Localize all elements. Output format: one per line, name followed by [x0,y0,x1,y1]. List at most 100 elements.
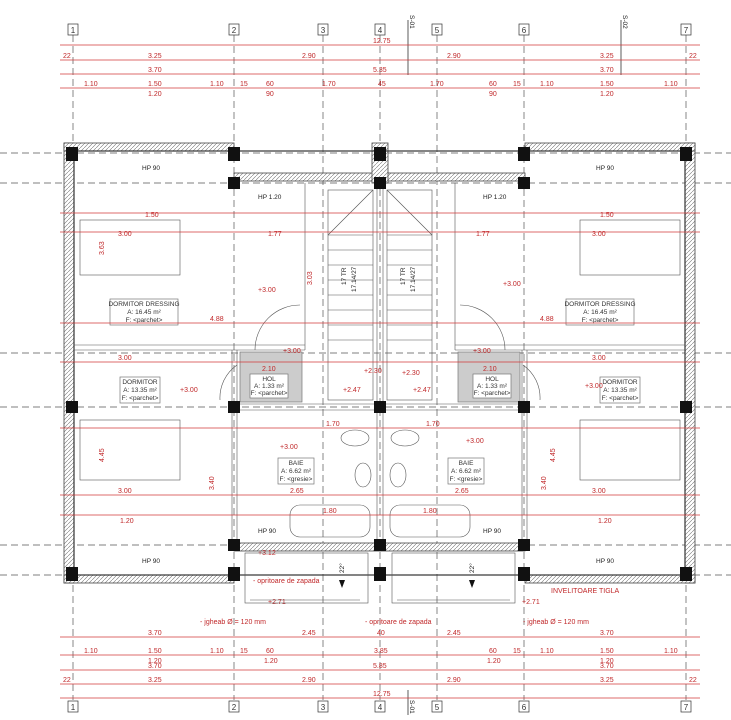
room-floor: F: <gresie> [280,476,313,483]
slope-arrow-icon [339,580,345,588]
room-name: HOL [485,376,499,383]
grid-tag: 6 [522,26,527,35]
grid-tag: 1 [71,703,76,712]
room-area: A: 13.35 m² [123,387,157,394]
level-mark: +3.00 [283,348,301,355]
dim-label: 1.10 [540,648,554,655]
dim-label: 4.88 [210,316,224,323]
grid-tag: 6 [522,703,527,712]
bed-icon [79,419,181,481]
dim-label: 3.70 [600,67,614,74]
dim-label: 3.25 [600,677,614,684]
dim-label: 3.25 [148,53,162,60]
section-label: S-01 [408,700,415,714]
section-label: S-01 [408,15,415,29]
dim-label: 3.00 [118,355,132,362]
level-mark: +2.71 [522,599,540,606]
annotation-roof: INVELITOARE TIGLA [551,588,620,595]
dim-label: 60 [266,648,274,655]
level-mark: +3.00 [585,383,603,390]
grid-tag: 7 [684,703,689,712]
sink-icon [340,429,370,447]
level-mark: +2.47 [413,387,431,394]
level-mark: +3.00 [466,438,484,445]
dim-label: 1.20 [600,658,614,665]
dim-label: 1.77 [268,231,282,238]
room-floor: F: <parchet> [251,390,288,397]
walls [63,142,696,584]
furniture [79,219,681,538]
room-floor: F: <parchet> [602,395,639,402]
grid-axes: S-01 S-02 S-01 [0,15,731,715]
stair-riser: 17.14/27 [351,266,358,292]
window-labels: HP 90 HP 90 HP 1.20 HP 1.20 HP 90 HP 90 … [142,165,614,565]
window-label: HP 1.20 [483,194,507,201]
room-floor: F: <parchet> [122,395,159,402]
annotation-snow-guard: - opritoare de zapada [253,578,320,585]
sink-icon [390,429,420,447]
dim-label: 3.25 [148,677,162,684]
dim-label: 2.45 [447,630,461,637]
dim-label: 1.80 [423,508,437,515]
room-name: HOL [262,376,276,383]
room-name: DORMITOR [602,379,638,386]
dim-label: 3.40 [209,476,216,490]
room-floor: F: <parchet> [582,317,619,324]
slope-label: 22° [338,563,346,573]
dim-label: 2.90 [302,677,316,684]
dim-label: 1.70 [326,421,340,428]
door-swing-icon [219,364,238,401]
dim-label: 5.85 [373,663,387,670]
dim-label: 1.20 [598,518,612,525]
room-label-hol-right: HOL A: 1.33 m² F: <parchet> [472,373,512,399]
dim-label: 5.35 [373,67,387,74]
window-label: HP 1.20 [258,194,282,201]
dim-label: 15 [240,648,248,655]
dim-label: 2.90 [447,677,461,684]
grid-tag: 4 [378,26,383,35]
annotation-snow-guard: - opritoare de zapada [365,619,432,626]
dim-label: 3.63 [99,241,106,255]
window-label: HP 90 [596,165,614,172]
room-name: BAIE [459,460,474,467]
level-mark: +3.00 [180,387,198,394]
dim-label: 2.65 [455,488,469,495]
dim-label: 22 [63,53,71,60]
level-mark: +2.30 [402,370,420,377]
dim-label: 3.40 [541,476,548,490]
stair-riser: 17.14/27 [410,266,417,292]
slope-label: 22° [468,563,476,573]
dim-label: 1.50 [145,212,159,219]
dim-label: 4.45 [99,448,106,462]
room-name: DORMITOR DRESSING [108,301,179,308]
room-label-baie-left: BAIE A: 6.62 m² F: <gresie> [277,457,315,485]
dim-label: 3.70 [148,630,162,637]
section-label: S-02 [621,15,628,29]
door-swing-icon [459,304,506,351]
room-label-baie-right: BAIE A: 6.62 m² F: <gresie> [447,457,485,485]
grid-tag: 3 [321,26,326,35]
level-mark: +3.00 [258,287,276,294]
grid-tag: 5 [435,703,440,712]
stair-steps: 17 TR [341,267,348,285]
dim-label: 4.88 [540,316,554,323]
inner-dimensions: 3.00 3.00 1.50 1.50 1.77 1.77 4.88 4.88 … [60,212,700,525]
level-mark: +3.12 [258,550,276,557]
dim-label: 1.70 [426,421,440,428]
dim-label: 3.85 [374,648,388,655]
dim-label: 1.10 [210,648,224,655]
level-mark: +2.71 [268,599,286,606]
room-name: BAIE [289,460,304,467]
dim-label: 2.90 [447,53,461,60]
dim-label: 2.90 [302,53,316,60]
slope-arrow-icon [469,580,475,588]
window-label: HP 90 [258,528,276,535]
dim-label: 3.03 [307,271,314,285]
grid-tags: 1 2 3 4 5 6 7 1 2 3 4 5 6 7 [67,23,692,713]
grid-tag: 2 [232,26,237,35]
room-label-hol-left: HOL A: 1.33 m² F: <parchet> [249,373,289,399]
dim-label: 3.70 [148,663,162,670]
room-floor: F: <gresie> [450,476,483,483]
room-area: A: 6.62 m² [281,468,312,475]
bottom-dimensions: 3.70 2.45 40 2.45 3.70 1.10 1.50 1.10 15… [60,630,700,699]
